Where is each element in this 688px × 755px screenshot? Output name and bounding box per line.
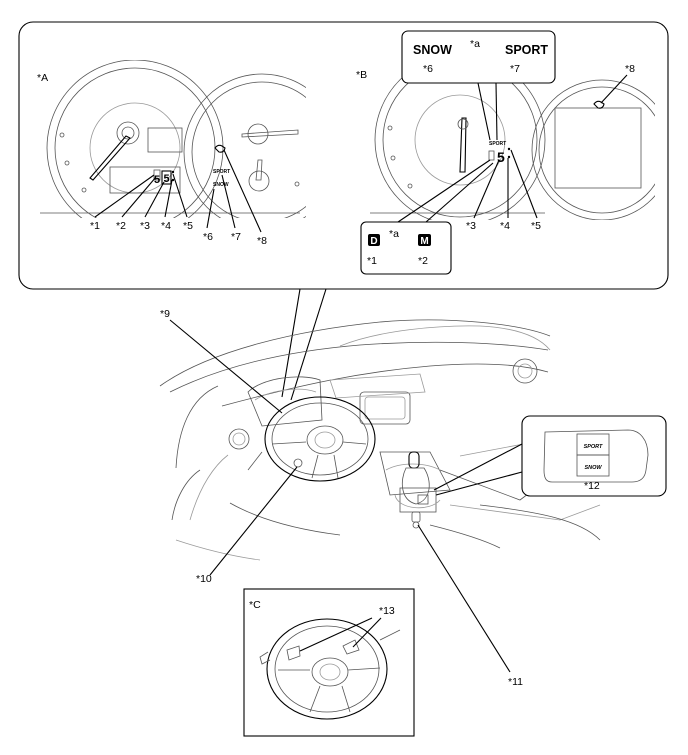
view-c-label: *C [249,599,261,611]
svg-text:5: 5 [163,173,169,185]
a-snow-indicator: SNOW [213,182,229,188]
drive-indicator: D [370,236,377,247]
callout-8-b: *8 [625,63,635,75]
vehicle-interior [159,319,601,561]
switch-inset: SPORT SNOW *12 [521,415,667,497]
callout-4-a: *4 [161,220,171,232]
d-m-popup: D *a M *1 *2 [360,221,452,275]
snow-indicator: SNOW [413,43,452,57]
callout-a-top: *a [470,38,480,50]
snow-sport-popup: SNOW *a SPORT *6 *7 [401,30,556,84]
sport-switch-label: SPORT [584,444,603,450]
view-b-label: *B [356,69,367,81]
callout-4-b: *4 [500,220,510,232]
callout-7-b: *7 [510,63,520,75]
callout-2-b: *2 [418,255,428,267]
svg-text:5: 5 [154,174,160,186]
callout-3-b: *3 [466,220,476,232]
snow-switch-label: SNOW [584,465,602,471]
detail-frame [18,21,669,290]
manual-indicator: M [420,236,428,247]
view-a-cluster: 5 5 SPORT SNOW [40,60,306,218]
callout-10: *10 [196,573,212,585]
callout-1-b: *1 [367,255,377,267]
callout-5-a: *5 [183,220,193,232]
callout-13: *13 [379,605,395,617]
a-sport-indicator: SPORT [213,169,230,175]
callout-6-a: *6 [203,231,213,243]
b-sport-indicator: SPORT [489,141,506,147]
callout-6-b: *6 [423,63,433,75]
callout-9: *9 [160,308,170,320]
view-a-leaders [94,149,262,233]
callout-1-a: *1 [90,220,100,232]
callout-11: *11 [508,676,523,688]
callout-5-b: *5 [531,220,541,232]
view-c-inset [243,588,415,737]
callout-a-bottom: *a [389,228,399,240]
callout-12: *12 [584,480,600,492]
callout-8-a: *8 [257,235,267,247]
callout-7-a: *7 [231,231,241,243]
b-gear-display: 5 [497,149,505,165]
callout-2-a: *2 [116,220,126,232]
view-a-label: *A [37,72,48,84]
callout-3-a: *3 [140,220,150,232]
sport-indicator: SPORT [505,43,548,57]
view-b-cluster: SPORT 5 [370,60,655,220]
